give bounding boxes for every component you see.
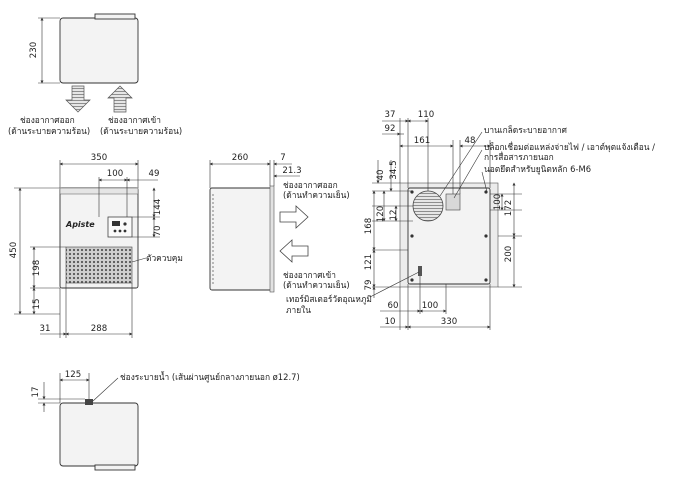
rear-dim-161: 161 [414,136,430,146]
front-dim-49: 49 [149,169,160,179]
outlet-label-line1: ช่องอากาศออก [283,180,338,190]
bottom-view-body [59,402,139,467]
inlet-label-line2: (ด้านทำความเย็น) [283,280,350,290]
front-dim-31: 31 [40,324,51,334]
nut-label: นอตยึดสำหรับยูนิตหลัก 6-M6 [484,164,591,175]
top-view-top-cap [94,13,136,20]
top-view: 230 ช่องอากาศออก (ด้านระบายความร้อน) ช่อ… [8,13,182,136]
rear-dim-12: 12 [389,210,399,221]
rear-dim-92: 92 [385,124,396,134]
exhaust-label-line2: (ด้านระบายความร้อน) [8,126,90,136]
front-dim-100: 100 [107,169,123,179]
rear-dim-37: 37 [385,110,396,120]
rear-dim-40: 40 [376,170,386,181]
rear-dim-121: 121 [364,254,374,270]
bottom-view-foot [94,464,136,471]
exhaust-arrow-icon [65,85,91,113]
rear-dim-79: 79 [364,280,374,291]
control-display [112,221,120,226]
nut-leader [481,171,488,193]
rear-dim-110: 110 [418,110,434,120]
rear-dim-120: 120 [376,206,386,222]
drain-leader [92,377,119,402]
control-button-icon [123,222,127,226]
brand-logo: Apiste [65,220,95,229]
drain-label: ช่องระบายน้ำ (เส้นผ่านศูนย์กลางภายนอก ø1… [120,371,300,383]
side-flange [269,185,275,293]
side-view: 260 7 21.3 ช่องอากาศออก (ด้านทำความเย็น)… [209,153,350,293]
inlet-label-line1: ช่องอากาศเข้า [283,270,336,280]
control-panel [107,216,133,238]
drain-port [85,399,93,405]
mount-nut-icon-3 [410,234,414,238]
rear-fan-louver [412,190,444,222]
outlet-label-line2: (ด้านทำความเย็น) [283,190,350,200]
terminal-block [445,193,461,211]
front-dim-70: 70 [153,226,163,237]
front-dim-288: 288 [91,324,107,334]
bottom-view: 125 17 ช่องระบายน้ำ (เส้นผ่านศูนย์กลางภา… [31,370,300,471]
louver-leader [439,131,483,197]
filter-label: ตัวควบคุม [146,253,183,264]
front-view: Apiste 350 100 49 144 70 450 [9,153,183,338]
louver-label: บานเกล็ดระบายอากาศ [484,125,568,135]
rear-dim-100-bottom: 100 [422,301,438,311]
front-width-dim: 350 [91,153,107,163]
rear-dim-100-right: 100 [493,194,503,210]
intake-label-line2: (ด้านระบายความร้อน) [100,126,182,136]
rear-dim-34-5: 34.5 [389,160,399,179]
cool-inlet-arrow-icon [279,239,309,263]
top-view-body [59,17,139,84]
rear-view: 37 110 92 161 48 40 34.5 120 12 168 121 … [286,110,655,330]
thermistor-label-line1: เทอร์มิสเตอร์วัดอุณหภูมิ [286,294,372,305]
control-button-icon-4 [123,229,127,233]
rear-dim-48: 48 [465,136,476,146]
side-depth-dim: 260 [232,153,248,163]
side-dim-7: 7 [280,153,285,163]
front-grille [65,246,133,284]
top-height-dim: 230 [29,42,39,58]
intake-arrow-icon [107,85,133,113]
mount-nut-icon-2 [484,190,488,194]
rear-dim-172: 172 [504,200,514,216]
thermistor-leader [369,271,420,298]
side-dim-21-3: 21.3 [282,166,301,176]
control-button-icon-3 [118,229,122,233]
mount-nut-icon-4 [484,234,488,238]
rear-dim-60: 60 [388,301,399,311]
thermistor-label-line2: ภายใน [286,305,311,315]
rear-dim-200: 200 [504,246,514,262]
filter-leader [131,257,147,263]
bottom-dim-125: 125 [65,370,81,380]
terminal-label-line2: การสื่อสารภายนอก [484,151,554,162]
mount-nut-icon-6 [484,278,488,282]
control-button-icon-2 [113,229,117,233]
front-dim-198: 198 [32,260,42,276]
terminal-label-line1: บล็อกเชื่อมต่อแหล่งจ่ายไฟ / เอาต์พุตแจ้ง… [484,141,655,153]
exhaust-label-line1: ช่องอากาศออก [20,115,75,125]
terminal-leader [453,149,483,199]
rear-dim-168: 168 [364,218,374,234]
mount-nut-icon-5 [410,278,414,282]
front-height-dim: 450 [9,242,19,258]
front-dim-15: 15 [32,299,42,310]
rear-dim-330: 330 [441,317,457,327]
cool-outlet-arrow-icon [279,205,309,229]
side-view-body [209,187,273,291]
intake-label-line1: ช่องอากาศเข้า [108,115,161,125]
rear-dim-10: 10 [385,317,396,327]
thermistor [418,266,422,276]
front-dim-144: 144 [153,199,163,215]
bottom-dim-17: 17 [31,387,41,398]
